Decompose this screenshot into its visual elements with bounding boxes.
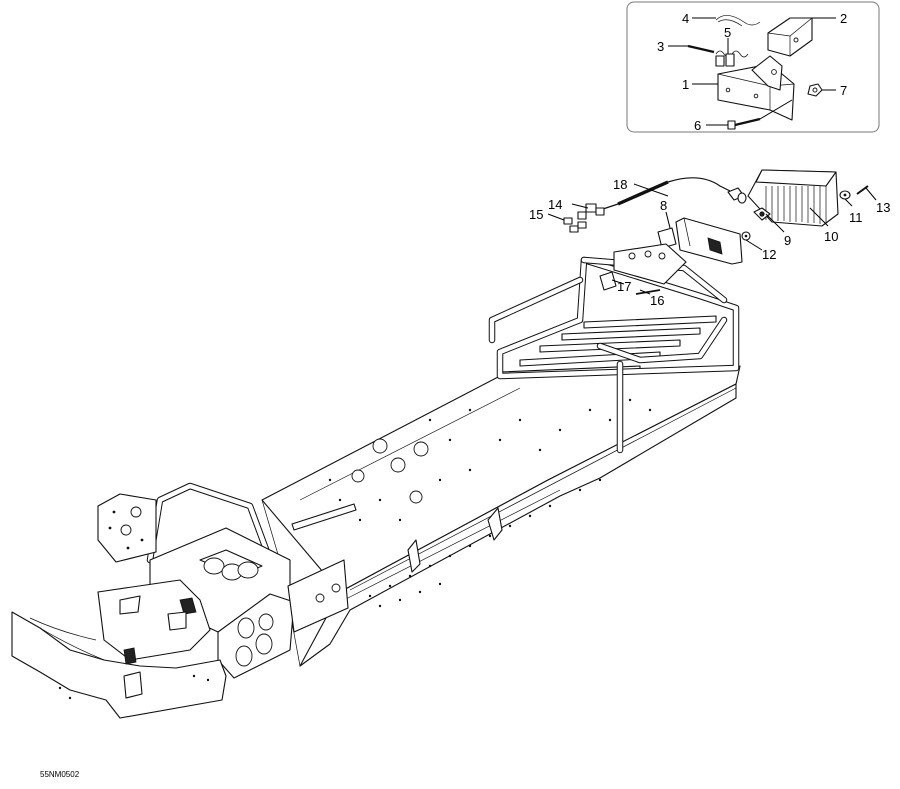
callout-9: 9: [784, 233, 791, 248]
callout-6: 6: [694, 118, 701, 133]
front-bumper: [11, 611, 227, 719]
pin-part-3: [687, 44, 715, 54]
callout-3: 3: [657, 39, 664, 54]
callout-labels: 1 2 3 4 5 6 7 8 9 10 11 12 13 14 15 16 1…: [529, 11, 890, 308]
hitch-plate-part-1: [717, 55, 795, 121]
tunnel-deck: [261, 365, 741, 593]
callout-12: 12: [762, 247, 776, 262]
hitch-bracket-part-2: [767, 17, 813, 57]
callout-8: 8: [660, 198, 667, 213]
diagram-reference-code: 55NM0502: [40, 770, 80, 779]
cargo-rack: [488, 243, 740, 454]
tunnel-frame: [261, 365, 741, 667]
clip-part-17: [599, 271, 617, 291]
callout-5: 5: [724, 25, 731, 40]
spring-latch-part-5: [715, 50, 749, 67]
callout-13: 13: [876, 200, 890, 215]
callout-1: 1: [682, 77, 689, 92]
screw-part-13: [856, 185, 869, 195]
wiring-harness-part-18: [599, 177, 747, 211]
callout-10: 10: [824, 229, 838, 244]
callout-4: 4: [682, 11, 689, 26]
deck-rivets: [328, 398, 652, 522]
tunnel-side-wall: [299, 383, 737, 667]
bulb-socket-part-9: [753, 207, 771, 221]
callout-17: 17: [617, 279, 631, 294]
callout-14: 14: [548, 197, 562, 212]
callout-16: 16: [650, 293, 664, 308]
light-support-part-8: [657, 217, 743, 265]
front-section: [11, 482, 349, 719]
tail-light-part-10: [747, 169, 839, 227]
terminal-part-15: [563, 217, 587, 233]
callout-11: 11: [849, 210, 863, 225]
callout-7: 7: [840, 83, 847, 98]
side-wall-rivets: [368, 478, 602, 608]
callout-15: 15: [529, 207, 543, 222]
connector-part-14: [577, 203, 605, 220]
callout-18: 18: [613, 177, 627, 192]
cotter-pin-part-4: [715, 15, 761, 27]
hitch-detail-inset: [626, 1, 880, 133]
screw-part-16: [635, 289, 661, 295]
tail-light-assembly: [547, 169, 877, 295]
callout-2: 2: [840, 11, 847, 26]
